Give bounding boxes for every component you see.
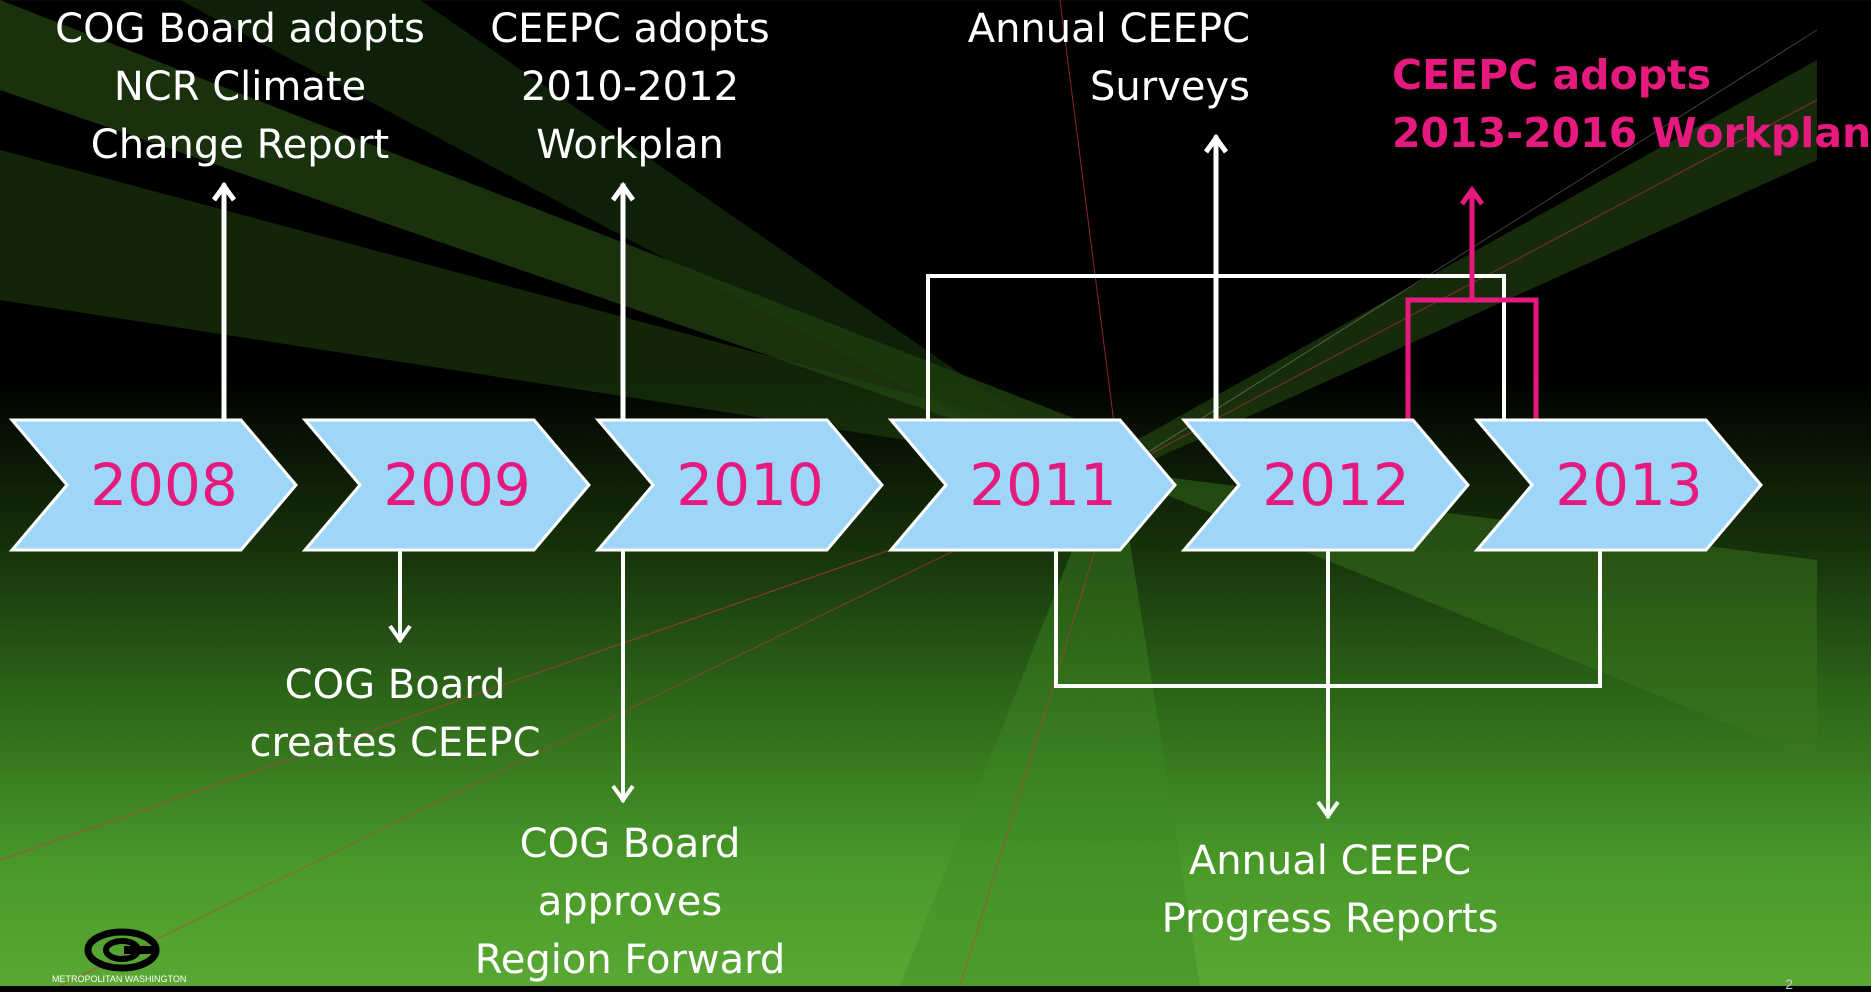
year-label: 2011	[969, 451, 1117, 519]
event-label-line: creates CEEPC	[249, 720, 541, 766]
arrow-head-down	[388, 624, 412, 644]
arrow-head-up	[1459, 185, 1485, 206]
event-label-line: Region Forward	[474, 937, 786, 983]
timeline-chevrons: 2008 2009 2010 2011 2012 2013	[8, 418, 1763, 552]
event-label-line: Workplan	[536, 122, 724, 168]
year-label: 2013	[1555, 451, 1703, 519]
year-chevron-2012: 2012	[1180, 418, 1470, 552]
event-label-line: COG Board	[519, 821, 741, 867]
year-chevron-2009: 2009	[301, 418, 591, 552]
event-label-line: 2010-2012	[520, 64, 740, 110]
logo-text: METROPOLITAN WASHINGTON	[52, 974, 187, 984]
arrow-head-down	[1316, 800, 1340, 820]
arrow-head-up	[211, 181, 237, 202]
event-label-line: Change Report	[90, 122, 390, 168]
year-label: 2012	[1262, 451, 1410, 519]
year-chevron-2011: 2011	[887, 418, 1177, 552]
workplan-bracket	[1405, 297, 1539, 420]
connector-lines	[211, 133, 1602, 820]
event-label-line: Annual CEEPC	[1188, 838, 1472, 884]
event-label-line: Progress Reports	[1161, 896, 1499, 942]
year-chevron-2013: 2013	[1473, 418, 1763, 552]
arrow-head-up	[610, 181, 636, 202]
year-label: 2010	[676, 451, 824, 519]
year-chevron-2010: 2010	[594, 418, 884, 552]
year-label: 2008	[90, 451, 238, 519]
cog-logo-icon	[84, 928, 160, 972]
year-label: 2009	[383, 451, 531, 519]
event-label-line: COG Board adopts	[55, 6, 425, 52]
page-number: 2	[1785, 976, 1793, 992]
event-ceepc-workplan-2013: CEEPC adopts 2013-2016 Workplan	[1392, 46, 1871, 162]
event-annual-surveys: Annual CEEPC Surveys	[930, 0, 1250, 116]
event-label-line: NCR Climate	[113, 64, 367, 110]
event-label-line: CEEPC adopts	[490, 6, 770, 52]
event-cog-creates-ceepc: COG Board creates CEEPC	[230, 656, 560, 772]
event-label-line: Surveys	[1090, 64, 1250, 110]
event-label-line: CEEPC adopts	[1392, 51, 1712, 99]
event-progress-reports: Annual CEEPC Progress Reports	[1130, 832, 1530, 948]
arrow-head-up	[1203, 133, 1229, 154]
event-label-line: COG Board	[284, 662, 506, 708]
event-label-line: Annual CEEPC	[967, 6, 1250, 52]
timeline-diagram: 2008 2009 2010 2011 2012 2013	[8, 133, 1763, 820]
arrow-head-down	[611, 784, 635, 804]
year-chevron-2008: 2008	[8, 418, 298, 552]
event-label-line: 2013-2016 Workplan	[1392, 109, 1871, 157]
event-label-line: approves	[537, 879, 723, 925]
